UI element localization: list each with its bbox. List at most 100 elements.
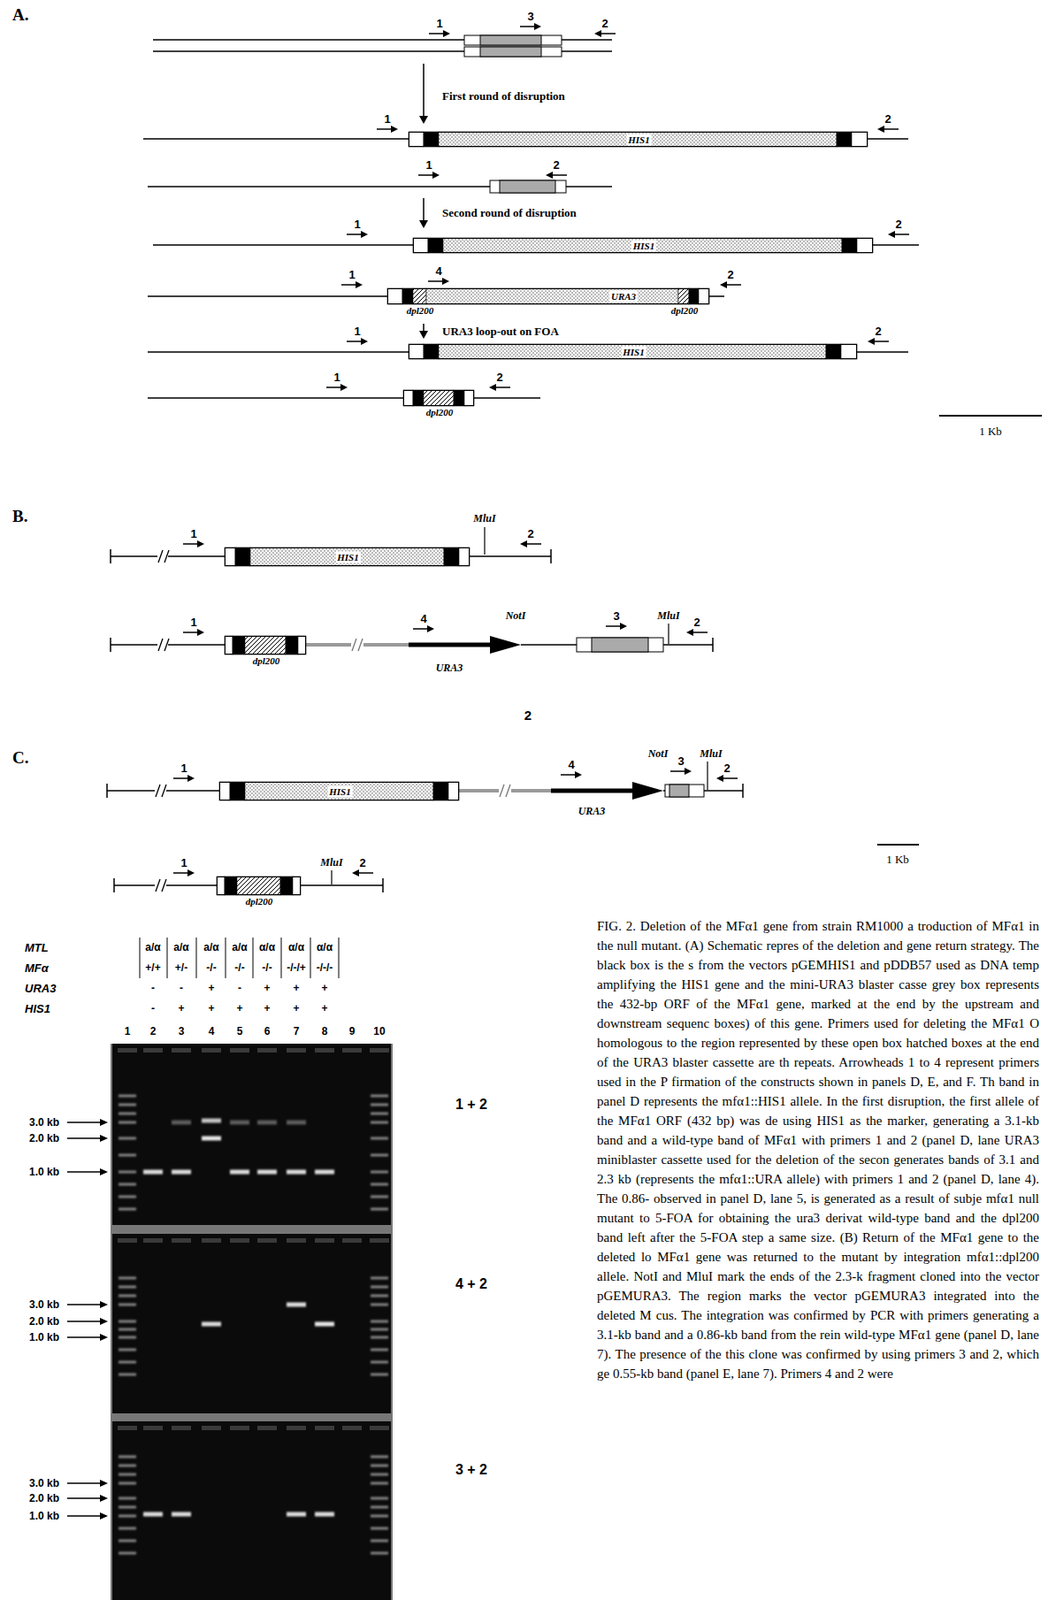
primer-arrow <box>721 777 738 780</box>
box-segment <box>285 635 299 655</box>
primer-head <box>887 230 896 238</box>
box-segment <box>438 131 837 147</box>
arrow-head <box>99 1317 108 1325</box>
size-marker: 3.0 kb <box>29 1299 60 1310</box>
table-cell: + <box>292 1002 299 1014</box>
size-marker: 2.0 kb <box>29 1315 60 1327</box>
ladder-band <box>118 1154 137 1157</box>
ladder-band <box>370 1361 389 1364</box>
gene-label: HIS1 <box>327 785 352 797</box>
ladder-band <box>118 1497 137 1500</box>
dna-line <box>663 643 713 646</box>
primer-arrow <box>494 386 511 389</box>
dna-band <box>229 1170 250 1175</box>
primer-number: 2 <box>723 762 730 774</box>
primer-head <box>545 171 553 179</box>
gene-box: HIS1 <box>408 344 857 360</box>
primer-arrow <box>599 32 616 35</box>
primer-number: 1 <box>190 527 197 540</box>
table-cell: + <box>263 1002 270 1014</box>
end-tick <box>742 783 744 798</box>
primer-head <box>574 771 582 779</box>
box-segment <box>448 781 459 801</box>
ladder-band <box>370 1285 389 1289</box>
primer-arrow <box>670 770 687 773</box>
gene-box: HIS1 <box>224 547 470 567</box>
break-mark <box>505 784 511 797</box>
ladder-band <box>118 1464 137 1468</box>
dna-band <box>286 1120 306 1125</box>
gel-well <box>369 1048 390 1053</box>
box-segment <box>298 635 306 655</box>
box-segment <box>250 547 444 567</box>
primer-number: 4 <box>435 265 442 277</box>
primer-head <box>351 869 360 877</box>
size-marker: 1.0 kb <box>29 1510 60 1522</box>
gel-well <box>257 1238 277 1243</box>
primer-number: 2 <box>527 527 534 540</box>
box-segment <box>219 781 230 801</box>
gene-label: URA3 <box>609 290 638 303</box>
gene-box: dpl200 <box>216 876 301 896</box>
break-mark <box>158 638 163 651</box>
lane-number: 5 <box>237 1025 244 1037</box>
scale-bar <box>939 414 1042 417</box>
primer-number: 2 <box>552 159 559 171</box>
figure-caption: FIG. 2. Deletion of the MFα1 gene from s… <box>596 916 1040 1384</box>
gel-well <box>171 1238 192 1243</box>
gene-label: MluI <box>473 512 496 524</box>
ladder-band <box>118 1348 137 1352</box>
primer-number: 4 <box>420 612 427 625</box>
table-cell: + <box>263 982 270 994</box>
ladder-band <box>370 1294 389 1298</box>
box-segment <box>464 390 475 406</box>
table-cell: - <box>237 982 242 994</box>
ladder-band <box>370 1552 389 1555</box>
ladder-band <box>118 1361 137 1364</box>
dna-band <box>201 1136 222 1141</box>
arrow-head <box>99 1512 108 1520</box>
ladder-band <box>118 1552 137 1555</box>
ladder-band <box>118 1527 137 1530</box>
arrow-head <box>99 1118 108 1126</box>
primer-number: 1 <box>383 113 391 125</box>
scale-label: 1 Kb <box>886 853 910 865</box>
primer-number: 2 <box>874 325 881 337</box>
gene-box: dpl200 <box>403 390 475 406</box>
table-cell: -/- <box>234 962 245 973</box>
ladder-band <box>370 1506 389 1509</box>
box-segment <box>836 131 852 147</box>
primer-arrow <box>183 543 199 545</box>
primer-number: 1 <box>333 371 340 383</box>
ura3-line <box>550 788 633 794</box>
box-segment <box>433 781 449 801</box>
ladder-band <box>118 1294 137 1298</box>
ladder-band <box>370 1497 389 1500</box>
gel-well <box>257 1048 277 1053</box>
gel-well <box>143 1048 163 1053</box>
lane-number: 8 <box>321 1025 329 1037</box>
size-arrow <box>67 1121 101 1124</box>
dna-band <box>257 1170 277 1175</box>
primer-head <box>594 30 602 38</box>
dna-line <box>300 884 383 887</box>
flank-box <box>576 637 664 652</box>
box-segment <box>678 288 689 305</box>
size-arrow <box>67 1514 101 1517</box>
table-rule <box>338 937 340 979</box>
primer-arrow <box>520 25 536 28</box>
lane-number: 7 <box>293 1025 300 1037</box>
primer-head <box>686 628 694 636</box>
lane-number: 3 <box>178 1025 185 1037</box>
dna-band <box>314 1512 335 1517</box>
gel-well <box>342 1425 362 1431</box>
table-cell: + <box>321 982 328 994</box>
primer-head <box>520 540 528 548</box>
gel-panel <box>112 1043 391 1225</box>
dna-line <box>703 789 743 792</box>
box-segment <box>443 237 842 253</box>
primer-head <box>360 337 368 345</box>
table-rule <box>225 937 227 979</box>
gel-well <box>117 1238 138 1243</box>
